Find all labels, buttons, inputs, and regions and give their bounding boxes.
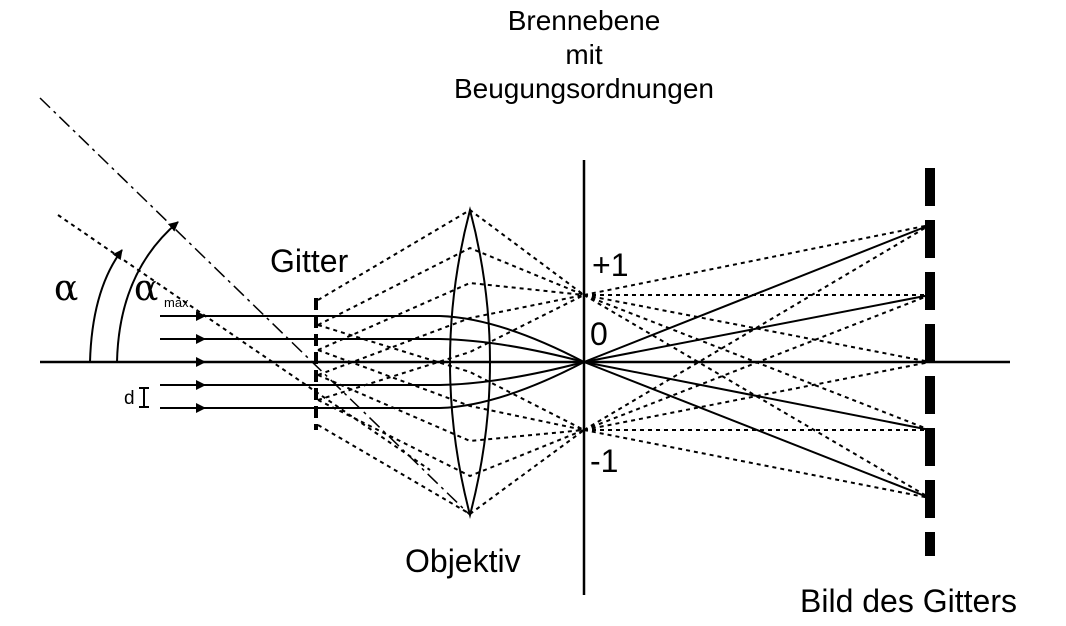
spacing-bracket [139,387,149,408]
zero-order-rays [439,224,931,499]
order-minus1-label: -1 [590,443,618,479]
alpha-arc [89,249,123,363]
spacing-d-label: d [124,388,135,409]
objective-label: Objektiv [405,543,521,579]
focal-plane-label-line2: mit [565,39,603,70]
alpha-max-ray [39,97,471,516]
grating-label: Gitter [270,243,349,279]
focal-plane-label-line1: Brennebene [508,5,661,36]
alpha-max-arc [116,221,179,363]
incident-rays [160,311,440,413]
order-plus1-label: +1 [592,247,628,283]
grating-image-label: Bild des Gitters [800,583,1017,619]
alpha-max-subscript: max [164,295,189,310]
alpha-max-label: α [134,268,158,309]
focal-plane-label-line3: Beugungsordnungen [454,73,714,104]
order-zero-label: 0 [590,316,608,352]
alpha-label: α [54,268,78,309]
objective-lens [449,206,491,519]
